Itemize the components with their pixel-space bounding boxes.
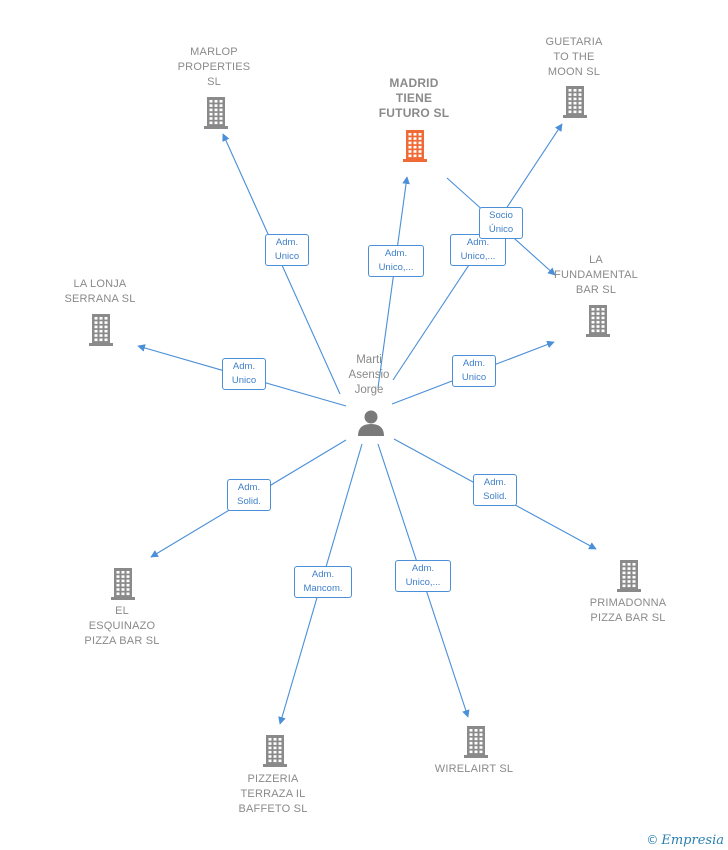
brand-logo: ©Empresia — [646, 833, 724, 848]
relation-label[interactable]: Adm. Unico — [265, 234, 309, 266]
edge-person-madrid — [377, 176, 410, 389]
wirelairt-building-icon[interactable] — [464, 726, 488, 758]
relation-label[interactable]: Adm. Unico,... — [450, 234, 506, 266]
relation-label[interactable]: Adm. Mancom. — [294, 566, 352, 598]
relation-label[interactable]: Adm. Unico — [222, 358, 266, 390]
pizzeria-building-icon[interactable] — [263, 735, 287, 767]
relation-label[interactable]: Socio Único — [479, 207, 523, 239]
company-name-guetaria[interactable]: GUETARIA TO THE MOON SL — [545, 36, 603, 78]
relation-label[interactable]: Adm. Unico — [452, 355, 496, 387]
company-name-wirelairt[interactable]: WIRELAIRT SL — [434, 763, 514, 775]
madrid-building-icon[interactable] — [403, 130, 427, 162]
relation-label[interactable]: Adm. Unico,... — [395, 560, 451, 592]
company-name-primadonna[interactable]: PRIMADONNA PIZZA BAR SL — [589, 597, 667, 624]
relation-label[interactable]: Adm. Solid. — [227, 479, 271, 511]
fundamental-building-icon[interactable] — [586, 305, 610, 337]
esquinazo-building-icon[interactable] — [111, 568, 135, 600]
guetaria-building-icon[interactable] — [563, 86, 587, 118]
relation-label[interactable]: Adm. Unico,... — [368, 245, 424, 277]
lalonja-building-icon[interactable] — [89, 314, 113, 346]
company-name-pizzeria[interactable]: PIZZERIA TERRAZA IL BAFFETO SL — [238, 773, 308, 815]
person-name[interactable]: Marti Asensio Jorge — [348, 354, 390, 396]
relation-label[interactable]: Adm. Solid. — [473, 474, 517, 506]
copyright-symbol: © — [646, 833, 659, 847]
company-name-madrid[interactable]: MADRID TIENE FUTURO SL — [378, 76, 450, 120]
company-name-fundamental[interactable]: LA FUNDAMENTAL BAR SL — [554, 254, 638, 296]
brand-name: Empresia — [661, 833, 724, 848]
company-name-lalonja[interactable]: LA LONJA SERRANA SL — [64, 278, 136, 305]
company-name-esquinazo[interactable]: EL ESQUINAZO PIZZA BAR SL — [84, 605, 160, 647]
company-name-marlop[interactable]: MARLOP PROPERTIES SL — [177, 46, 251, 88]
person-icon[interactable] — [358, 410, 384, 437]
primadonna-building-icon[interactable] — [617, 560, 641, 592]
marlop-building-icon[interactable] — [204, 97, 228, 129]
